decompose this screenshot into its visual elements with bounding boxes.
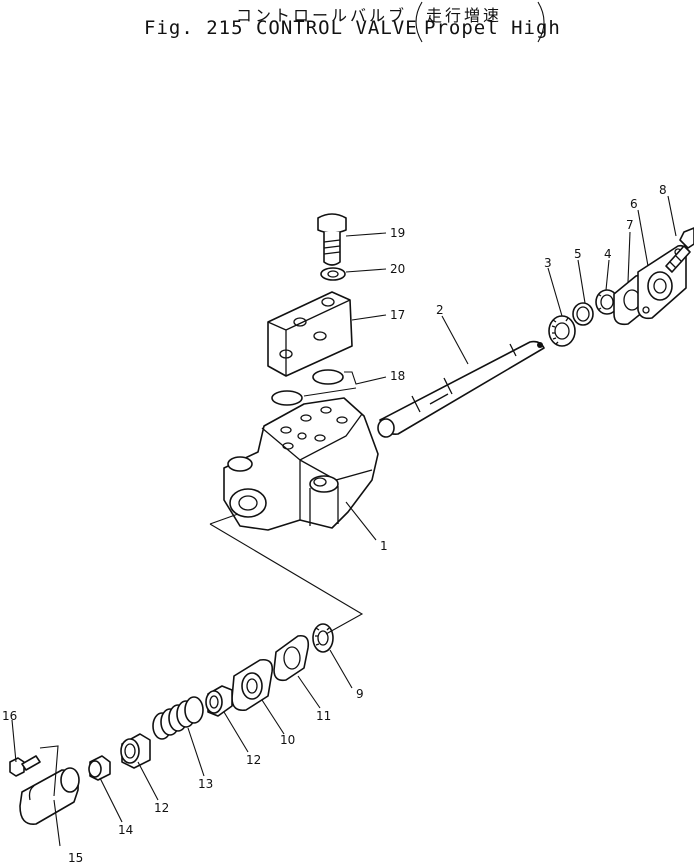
part-label-14: 14 — [118, 823, 133, 837]
part-label-8: 8 — [659, 183, 667, 197]
part-label-12-lower: 12 — [154, 801, 169, 815]
stopper-12-upper — [205, 685, 233, 717]
part-label-4: 4 — [604, 247, 612, 261]
collar-4 — [595, 289, 619, 315]
part-label-1: 1 — [380, 539, 388, 553]
part-label-10: 10 — [280, 733, 295, 747]
title-japanese: コントロールバルブ — [236, 6, 408, 25]
subtitle-parentheses — [415, 1, 545, 43]
plug-14 — [88, 755, 111, 781]
bolt-19 — [317, 213, 347, 266]
part-label-2: 2 — [436, 303, 444, 317]
part-label-3: 3 — [544, 256, 552, 270]
seal-9 — [312, 623, 334, 653]
part-label-20: 20 — [390, 262, 405, 276]
part-label-5: 5 — [574, 247, 582, 261]
part-label-19: 19 — [390, 226, 405, 240]
part-label-6: 6 — [630, 197, 638, 211]
cover-plate-17 — [267, 291, 353, 377]
bolt-16 — [9, 755, 41, 777]
valve-body-1 — [223, 397, 379, 531]
cap-15 — [19, 767, 80, 825]
ring-5 — [572, 302, 594, 326]
part-label-17: 17 — [390, 308, 405, 322]
part-label-12-upper: 12 — [246, 753, 261, 767]
stopper-12-lower — [120, 733, 151, 769]
seal-3 — [548, 315, 576, 347]
o-rings-18 — [271, 369, 344, 406]
part-label-18: 18 — [390, 369, 405, 383]
part-label-13: 13 — [198, 777, 213, 791]
leader-lines — [11, 195, 677, 847]
subtitle-japanese: 走行増速 — [426, 6, 503, 25]
part-label-15: 15 — [68, 851, 83, 865]
washer-20 — [320, 267, 346, 281]
figure-title: Fig. 215 CONTROL VALVE — [144, 17, 418, 39]
gasket-11 — [273, 634, 310, 682]
bolt-8 — [665, 227, 694, 273]
spool-2 — [377, 340, 545, 438]
part-label-7: 7 — [626, 218, 634, 232]
part-label-16: 16 — [2, 709, 17, 723]
part-label-9: 9 — [356, 687, 364, 701]
spring-13 — [152, 696, 204, 740]
part-label-11: 11 — [316, 709, 331, 723]
subtitle-english: Propel High — [424, 17, 561, 39]
cover-10 — [231, 658, 274, 712]
